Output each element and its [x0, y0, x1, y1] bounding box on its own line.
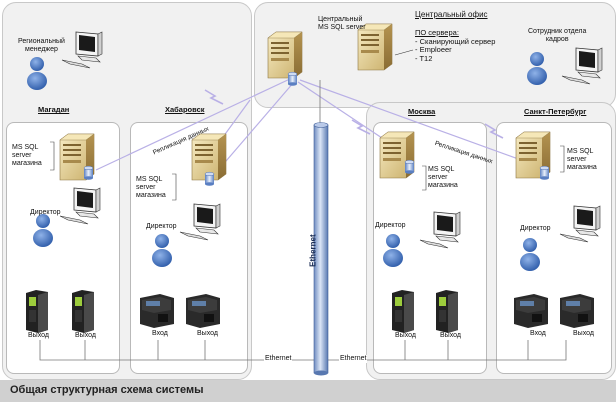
director-person-icon: [383, 234, 403, 267]
exit-reader-icon: [26, 290, 48, 333]
exit-reader-icon: [186, 294, 220, 328]
director-computer-icon: [179, 203, 221, 241]
server-software-item: - Emploeer: [415, 45, 452, 55]
hr-computer-icon: [561, 47, 603, 85]
server-software-item: - Сканирующий сервер: [415, 36, 496, 46]
region-khabarovsk: [130, 122, 248, 374]
database-icon: [404, 159, 415, 175]
entry-label: Вход: [530, 330, 546, 337]
store-server-label: MS SQL server магазина: [567, 148, 597, 172]
ethernet-pipe-label: Ethernet: [308, 234, 318, 267]
server-software-title: ПО сервера:: [415, 28, 459, 37]
replication-zigzag-icon: [484, 123, 504, 139]
database-icon: [204, 171, 215, 187]
director-computer-icon: [419, 211, 461, 249]
exit-label: Выход: [28, 332, 49, 339]
caption-bar: Общая структурная схема системы: [0, 380, 616, 402]
exit-label: Выход: [75, 332, 96, 339]
database-icon: [287, 71, 298, 87]
entry-label: Вход: [152, 330, 168, 337]
exit-label: Выход: [440, 332, 461, 339]
exit-label: Выход: [197, 330, 218, 337]
server-software-item: - T12: [415, 53, 433, 63]
server-software-list: ПО сервера: - Сканирующий сервер - Emplo…: [415, 28, 496, 64]
central-server-label: Центральный MS SQL server: [318, 16, 366, 32]
central-office-title: Центральный офис: [415, 10, 488, 19]
director-person-icon: [33, 214, 53, 247]
director-label: Директор: [520, 225, 551, 232]
city-khabarovsk: Хабаровск: [165, 105, 205, 114]
database-icon: [83, 165, 94, 181]
director-label: Директор: [30, 209, 61, 216]
central-server-icon: [267, 31, 303, 79]
exit-label: Выход: [573, 330, 594, 337]
director-person-icon: [520, 238, 540, 271]
city-spb: Санкт-Петербург: [524, 107, 587, 116]
city-moscow: Москва: [408, 107, 436, 116]
ethernet-lines: [39, 80, 567, 361]
director-computer-icon: [559, 205, 601, 243]
caption-text: Общая структурная схема системы: [10, 384, 204, 396]
store-server-label: MS SQL server магазина: [428, 166, 458, 190]
director-computer-icon: [59, 187, 101, 225]
regional-manager-label: Региональный менеджер: [18, 38, 65, 54]
hr-employee-label: Сотрудник отдела кадров: [528, 28, 587, 44]
manager-computer-icon: [61, 31, 103, 69]
director-label: Директор: [375, 222, 406, 229]
ethernet-label: Ethernet: [339, 355, 368, 364]
exit-reader-icon: [392, 290, 414, 333]
entry-reader-icon: [514, 294, 548, 328]
director-person-icon: [152, 234, 172, 267]
exit-label: Выход: [395, 332, 416, 339]
replication-zigzag-icon: [204, 89, 224, 105]
ethernet-label: Ethernet: [264, 355, 293, 364]
database-icon: [539, 165, 550, 181]
director-label: Директор: [146, 223, 177, 230]
manager-person-icon: [27, 57, 47, 90]
central-office-panel: [254, 2, 616, 108]
region-spb: [496, 122, 612, 374]
city-magadan: Магадан: [38, 105, 70, 114]
ethernet-pipe: [313, 122, 329, 376]
hr-person-icon: [527, 52, 547, 85]
entry-reader-icon: [140, 294, 174, 328]
exit-reader-icon: [72, 290, 94, 333]
replication-zigzag-icon: [351, 119, 371, 135]
store-server-label: MS SQL server магазина: [136, 176, 166, 200]
exit-reader-icon: [436, 290, 458, 333]
store-server-label: MS SQL server магазина: [12, 144, 42, 168]
exit-reader-icon: [560, 294, 594, 328]
region-magadan: [6, 122, 120, 374]
